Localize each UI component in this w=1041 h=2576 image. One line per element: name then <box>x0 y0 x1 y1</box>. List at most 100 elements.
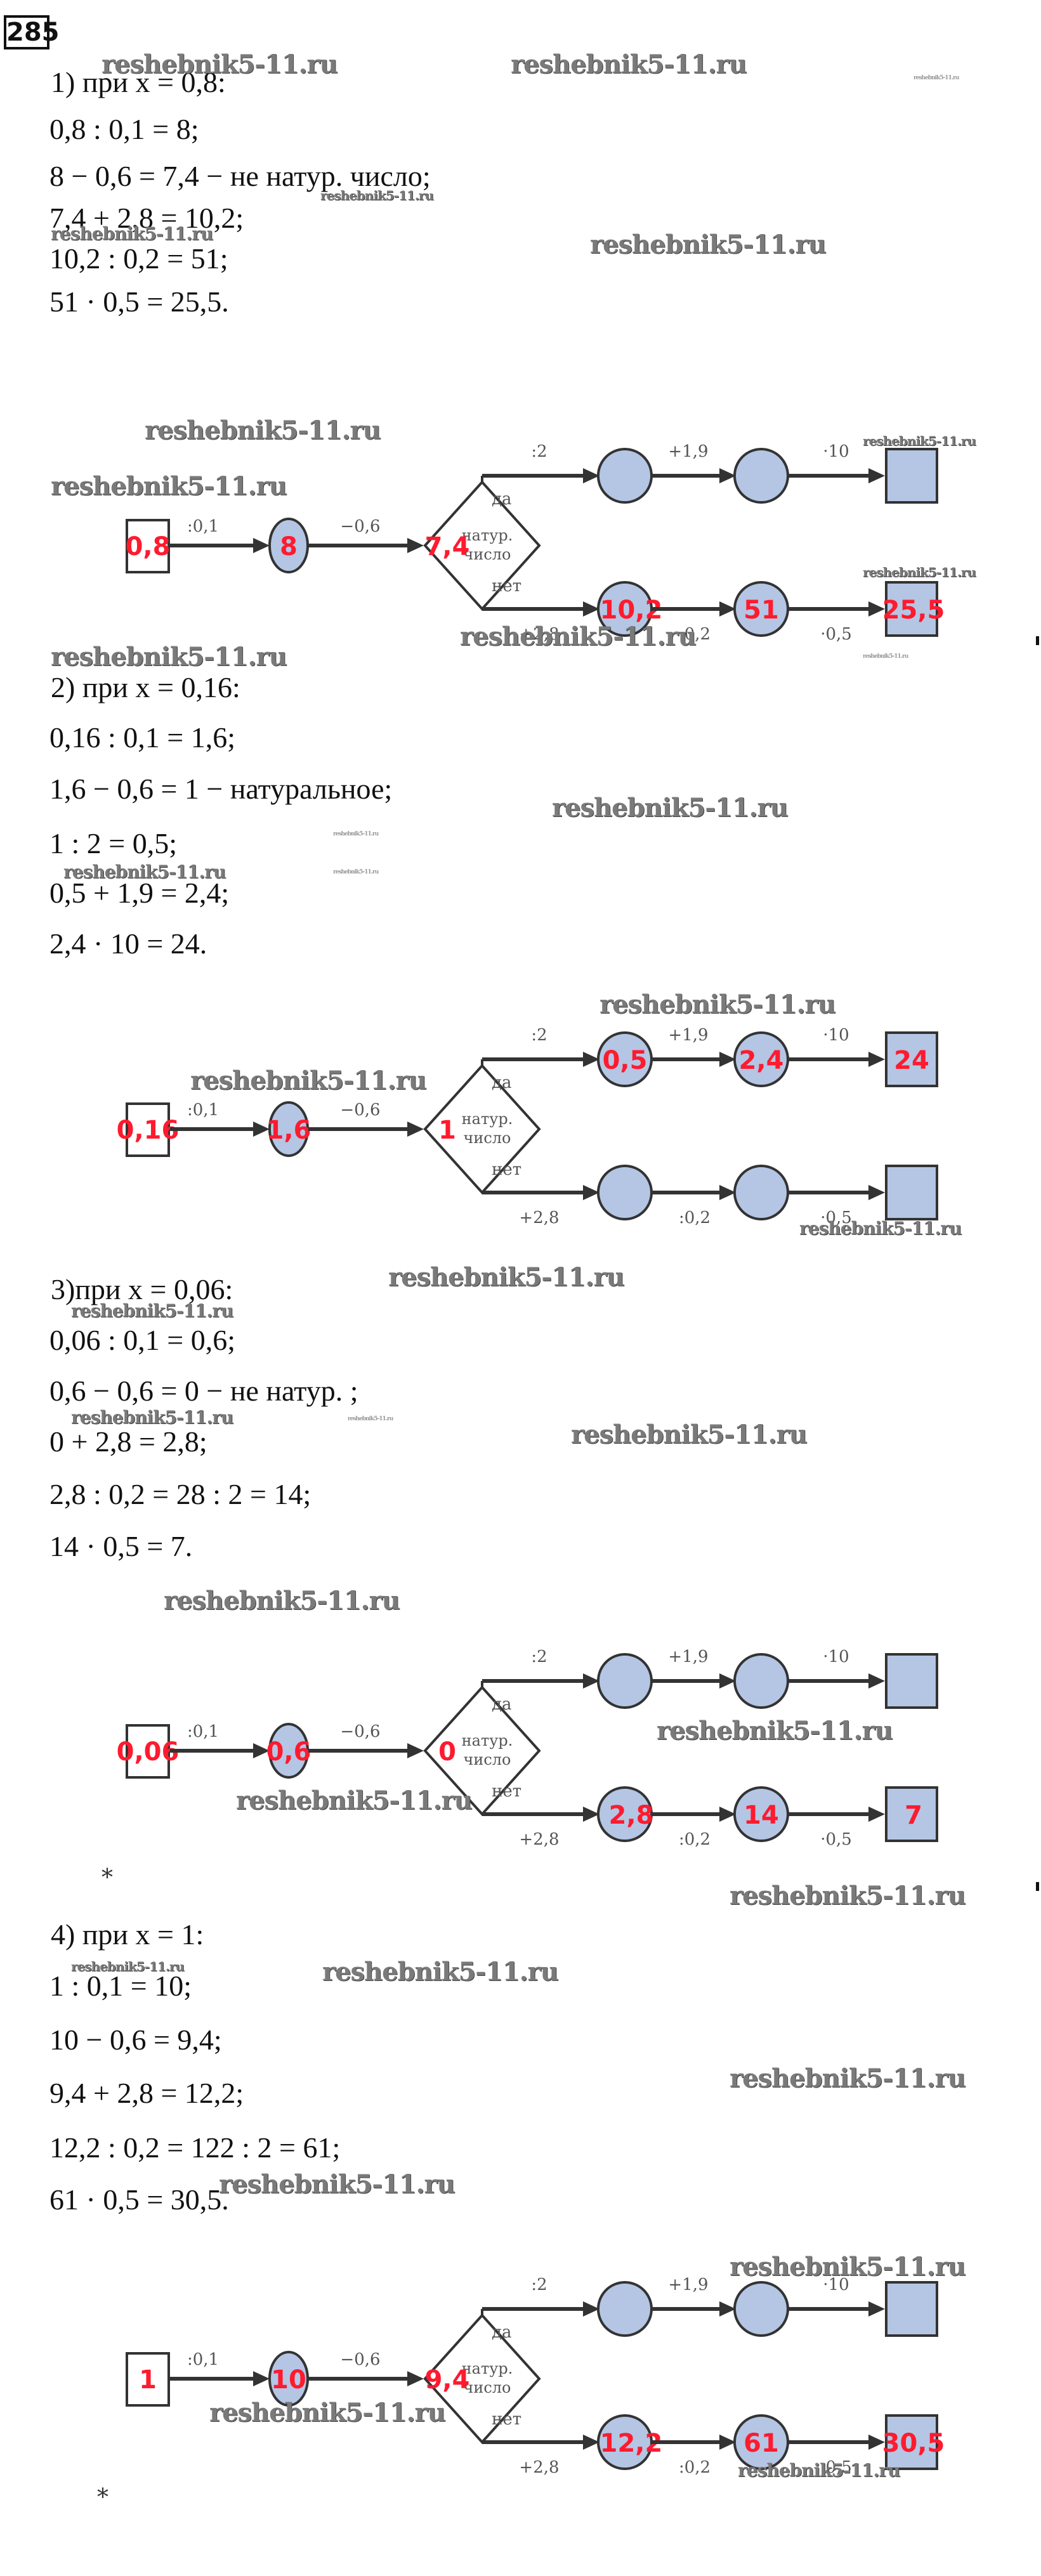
node-after-div <box>268 2351 309 2407</box>
op-label-div2: :2 <box>531 2275 547 2294</box>
op-label-plus19: +1,9 <box>668 1647 708 1666</box>
output-no-value: 30,5 <box>882 2429 945 2458</box>
op-label-div01: :0,1 <box>187 517 219 536</box>
op-label-mul10: ·10 <box>823 2275 849 2294</box>
section-2-line: 2,4 · 10 = 24. <box>49 927 207 960</box>
op-label-plus28: +2,8 <box>519 2458 559 2477</box>
arrow-plus19-head <box>719 468 736 483</box>
decision-value: 0 <box>438 1737 456 1767</box>
arrow-div2-head <box>583 2301 599 2317</box>
task-number: 285 <box>4 15 60 49</box>
decision-label-2: число <box>464 1751 511 1769</box>
arrow-div2-head <box>583 1673 599 1689</box>
arrow-mul10-head <box>868 1673 885 1689</box>
watermark: reshebnik5-11.ru <box>333 831 379 837</box>
op-label-plus28: +2,8 <box>519 1830 559 1849</box>
watermark: reshebnik5-11.ru <box>236 1786 473 1815</box>
arrow-plus19-head <box>719 1052 736 1067</box>
section-4-line: 9,4 + 2,8 = 12,2; <box>49 2077 244 2109</box>
section-3-line: 14 · 0,5 = 7. <box>49 1530 193 1562</box>
node-after-div <box>268 1723 309 1779</box>
output-yes-box <box>885 448 938 504</box>
watermark: reshebnik5-11.ru <box>460 622 697 651</box>
op-label-mul05: ·0,5 <box>820 625 852 644</box>
section-2-line: 0,5 + 1,9 = 2,4; <box>49 877 230 909</box>
output-no-box <box>885 1786 938 1842</box>
watermark: reshebnik5-11.ru <box>913 75 959 81</box>
watermark: reshebnik5-11.ru <box>51 471 287 501</box>
arrow-minus06-head <box>407 2371 424 2386</box>
section-2-line: 0,16 : 0,1 = 1,6; <box>49 721 236 754</box>
op-label-plus19: +1,9 <box>668 442 708 461</box>
branch-no-label: нет <box>492 1782 521 1801</box>
node-after-div-value: 1,6 <box>266 1116 311 1145</box>
watermark: reshebnik5-11.ru <box>730 2063 966 2093</box>
section-1-line: 10,2 : 0,2 = 51; <box>49 242 228 275</box>
input-value: 0,06 <box>117 1737 180 1767</box>
section-3-line: 0 + 2,8 = 2,8; <box>49 1425 207 1458</box>
branch-yes-label: да <box>492 2323 512 2342</box>
node-yes-2 <box>733 1653 789 1709</box>
output-no-value: 25,5 <box>882 596 945 625</box>
node-yes-1-value: 0,5 <box>603 1046 648 1075</box>
watermark: reshebnik5-11.ru <box>863 653 908 660</box>
node-after-div <box>268 518 309 573</box>
branch-yes-label: да <box>492 1695 512 1714</box>
input-box <box>126 2352 170 2407</box>
op-label-div01: :0,1 <box>187 2350 219 2369</box>
arrow-minus06-head <box>407 538 424 553</box>
output-yes-box <box>885 1653 938 1709</box>
op-label-mul05: ·0,5 <box>820 1208 852 1227</box>
op-label-div2: :2 <box>531 442 547 461</box>
decision-label-1: натур. <box>462 1732 513 1749</box>
watermark: reshebnik5-11.ru <box>219 2169 455 2199</box>
watermark: reshebnik5-11.ru <box>599 990 836 1019</box>
arrow-plus28-head <box>583 1185 599 1200</box>
op-label-mul10: ·10 <box>823 442 849 461</box>
watermark: reshebnik5-11.ru <box>730 1881 966 1911</box>
output-no-box <box>885 581 938 637</box>
arrow-mul05-head <box>868 601 885 617</box>
edge-mark <box>1036 636 1039 645</box>
arrow-plus19-head <box>719 1673 736 1689</box>
output-no-value: 7 <box>905 1801 922 1830</box>
decision-diamond <box>423 1685 541 1816</box>
branch-no-label: нет <box>492 1160 521 1179</box>
node-yes-2-value: 2,4 <box>739 1046 784 1075</box>
op-label-div2: :2 <box>531 1026 547 1045</box>
branch-yes-label: да <box>492 490 512 509</box>
output-no-box <box>885 1165 938 1220</box>
arrow-mul10-head <box>868 2301 885 2317</box>
output-yes-value: 24 <box>894 1046 929 1075</box>
op-label-mul05: ·0,5 <box>820 1830 852 1849</box>
arrow-plus28-head <box>583 601 599 617</box>
arrow-div02-head <box>719 1807 736 1822</box>
watermark: reshebnik5-11.ru <box>145 415 381 445</box>
op-label-mul10: ·10 <box>823 1647 849 1666</box>
watermark: reshebnik5-11.ru <box>863 433 976 448</box>
decision-label-1: натур. <box>462 1110 513 1128</box>
output-no-box <box>885 2414 938 2470</box>
arrow-plus19-head <box>719 2301 736 2317</box>
branch-no-label: нет <box>492 577 521 596</box>
branch-no-label: нет <box>492 2410 521 2429</box>
watermark: reshebnik5-11.ru <box>71 1407 233 1428</box>
arrow-div01-head <box>253 538 270 553</box>
arrow-minus06-head <box>407 1121 424 1137</box>
node-no-2-value: 51 <box>743 596 779 625</box>
watermark: reshebnik5-11.ru <box>799 1218 962 1239</box>
section-4-line: 61 · 0,5 = 30,5. <box>49 2183 229 2216</box>
arrow-minus06-head <box>407 1743 424 1758</box>
edge-mark <box>1036 1882 1039 1891</box>
arrow-mul05-head <box>868 1185 885 1200</box>
arrow-div02-head <box>719 601 736 617</box>
arrow-mul10-head <box>868 468 885 483</box>
watermark: reshebnik5-11.ru <box>51 642 287 672</box>
node-after-div-value: 10 <box>271 2365 306 2395</box>
watermark: reshebnik5-11.ru <box>320 188 434 203</box>
op-label-plus28: +2,8 <box>519 625 559 644</box>
